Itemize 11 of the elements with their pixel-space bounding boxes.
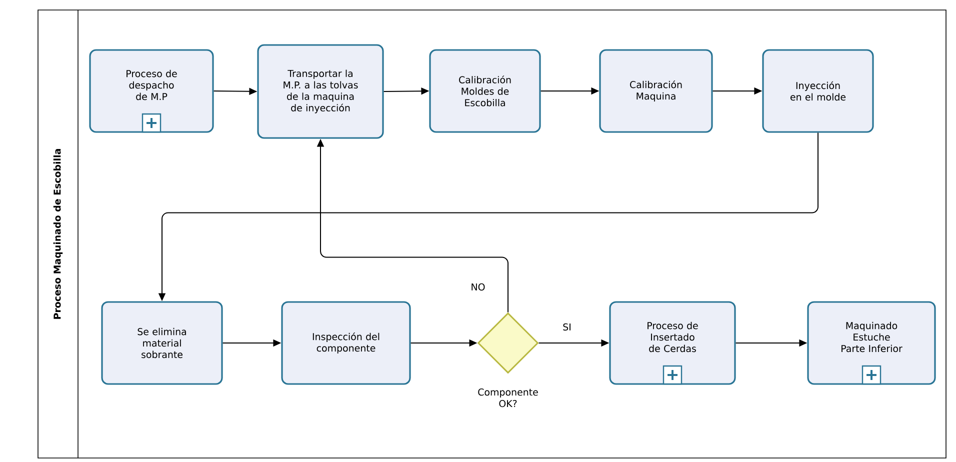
task-box: Transportar la M.P. a las tolvas de la maquina de inyección [257, 44, 384, 139]
task-box: Proceso de despacho de M.P [89, 49, 214, 133]
task-box: Proceso de Insertado de Cerdas [609, 301, 736, 385]
pool-title: Proceso Maquinado de Escobilla [53, 149, 63, 319]
task-box: Se elimina material sobrante [101, 301, 223, 385]
task-box: Inspección del componente [281, 301, 411, 385]
task-box: Calibración Moldes de Escobilla [429, 49, 541, 133]
decision-label: Componente OK? [478, 388, 538, 408]
task-box: Maquinado Estuche Parte Inferior [807, 301, 936, 385]
task-box: Calibración Maquina [599, 49, 713, 133]
task-box: Inyección en el molde [762, 49, 874, 133]
